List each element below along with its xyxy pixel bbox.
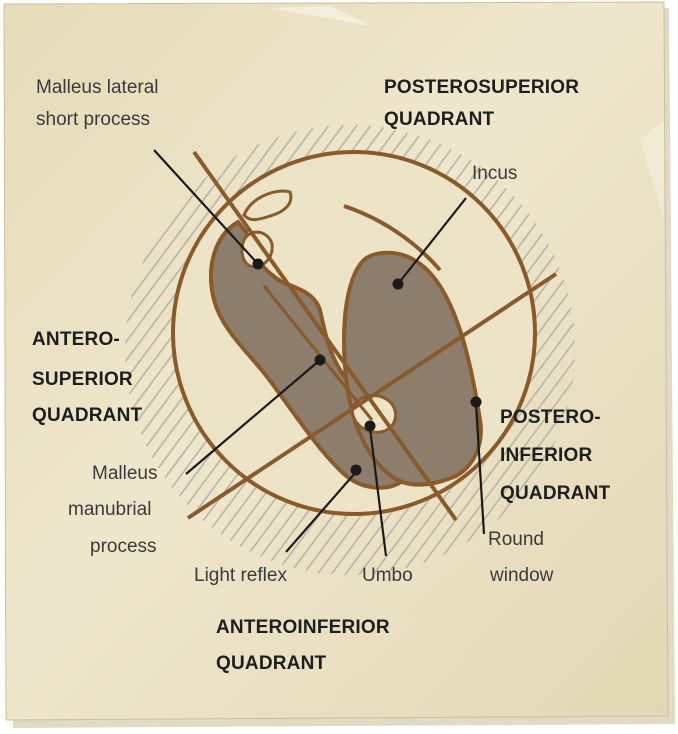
label-malleus-short-process-1: Malleus lateral xyxy=(36,78,159,97)
label-posteroinferior-1: POSTERO- xyxy=(500,408,601,427)
label-malleus-manubrial-2: manubrial xyxy=(68,500,151,519)
label-anterosuperior-1: ANTERO- xyxy=(32,330,120,349)
dot-manubrium xyxy=(315,355,326,366)
label-malleus-manubrial-1: Malleus xyxy=(92,464,157,483)
dot-light-reflex xyxy=(351,465,362,476)
label-posterosuperior-2: QUADRANT xyxy=(384,110,494,129)
label-incus: Incus xyxy=(472,164,517,183)
label-posterosuperior-1: POSTEROSUPERIOR xyxy=(384,78,579,97)
dot-round-window xyxy=(471,397,482,408)
dot-incus xyxy=(393,279,404,290)
label-umbo: Umbo xyxy=(362,566,413,585)
label-posteroinferior-3: QUADRANT xyxy=(500,484,610,503)
label-round-window-1: Round xyxy=(488,530,544,549)
label-anteroinferior-2: QUADRANT xyxy=(216,654,326,673)
label-anterosuperior-2: SUPERIOR xyxy=(32,370,133,389)
label-light-reflex: Light reflex xyxy=(194,566,287,585)
label-malleus-short-process-2: short process xyxy=(36,110,150,129)
label-round-window-2: window xyxy=(490,566,553,585)
label-malleus-manubrial-3: process xyxy=(90,537,157,556)
hatch-line xyxy=(0,0,2,700)
label-anterosuperior-3: QUADRANT xyxy=(32,406,142,425)
label-posteroinferior-2: INFERIOR xyxy=(500,446,592,465)
dot-umbo xyxy=(365,421,376,432)
label-anteroinferior-1: ANTEROINFERIOR xyxy=(216,618,390,637)
dot-short-process xyxy=(253,259,264,270)
